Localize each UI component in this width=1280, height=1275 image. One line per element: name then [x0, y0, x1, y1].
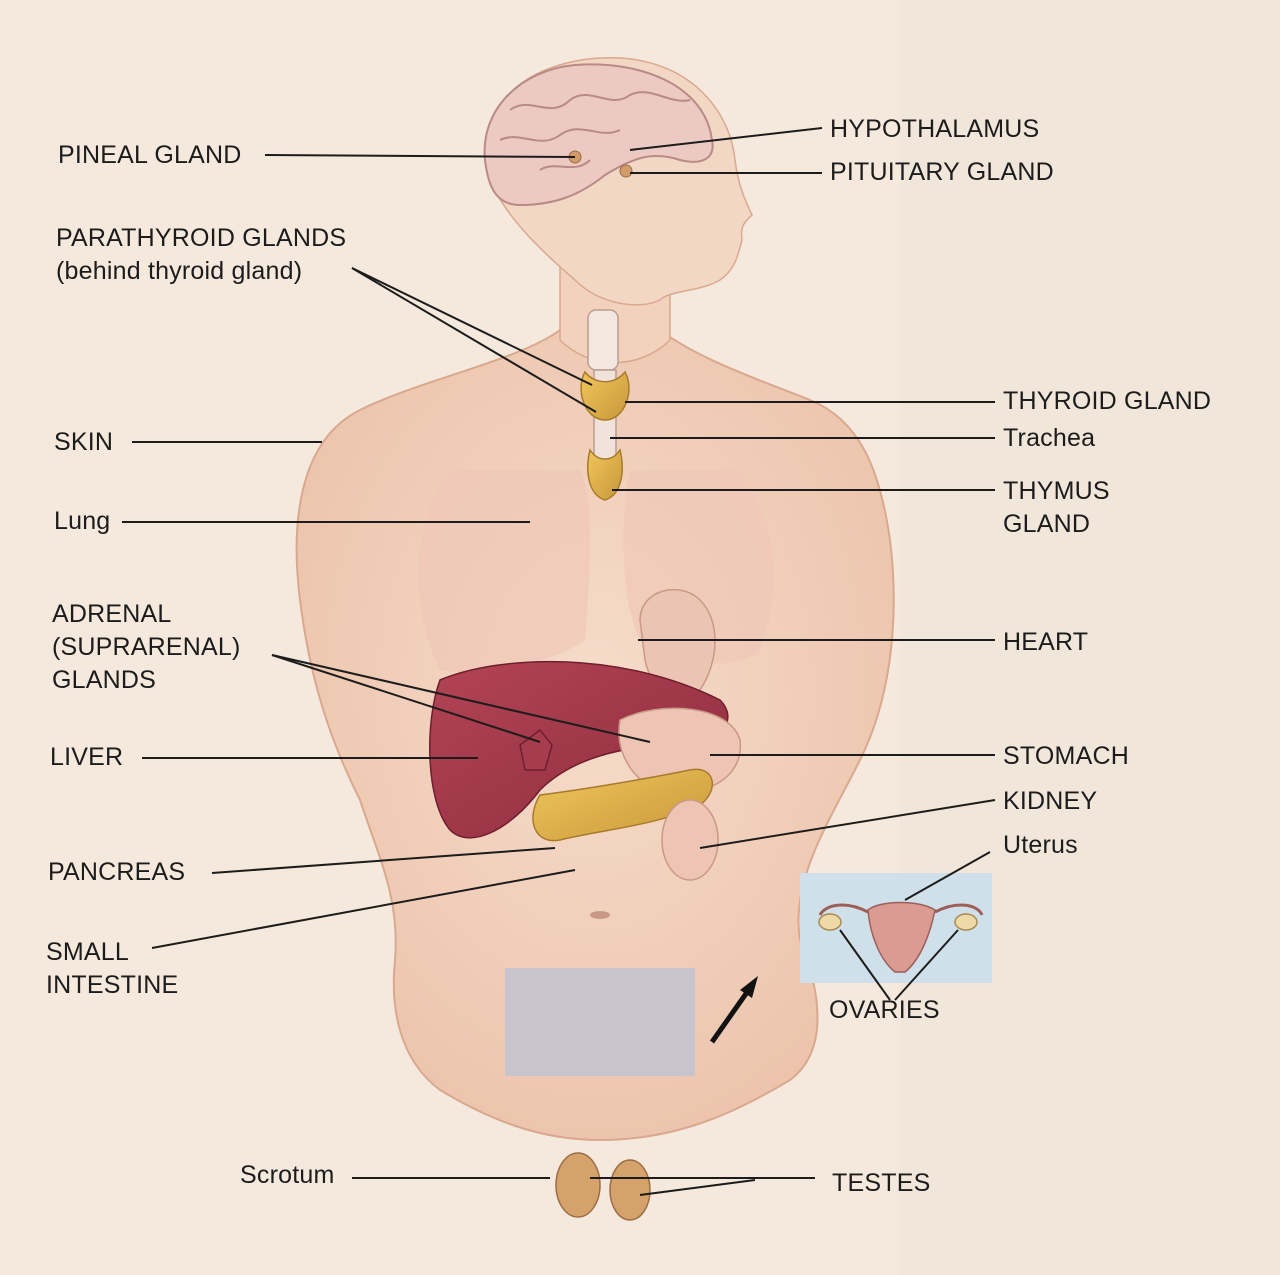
label-thyroid-gland: THYROID GLAND [1003, 385, 1211, 418]
label-parathyroid-line1: PARATHYROID GLANDS [56, 222, 346, 255]
label-trachea: Trachea [1003, 422, 1095, 455]
larynx [588, 310, 618, 370]
label-adrenal-line3: GLANDS [52, 664, 241, 697]
label-pineal-gland: PINEAL GLAND [58, 139, 241, 172]
censor-box [505, 968, 695, 1076]
scrotum-left [556, 1153, 600, 1217]
lung-left [419, 470, 590, 673]
label-adrenal-line1: ADRENAL [52, 598, 241, 631]
ovary-right [955, 914, 977, 930]
background-right-band [900, 0, 1280, 1275]
ovary-left [819, 914, 841, 930]
scrotum-right [610, 1160, 650, 1220]
label-small-intestine-line2: INTESTINE [46, 969, 178, 1002]
label-adrenal-line2: (SUPRARENAL) [52, 631, 241, 664]
label-uterus: Uterus [1003, 829, 1078, 862]
label-thymus-gland: THYMUS GLAND [1003, 475, 1110, 541]
label-thymus-line2: GLAND [1003, 508, 1110, 541]
label-pancreas: PANCREAS [48, 856, 185, 889]
label-pituitary-gland: PITUITARY GLAND [830, 156, 1054, 189]
label-parathyroid-glands: PARATHYROID GLANDS (behind thyroid gland… [56, 222, 346, 288]
kidney [662, 800, 718, 880]
label-kidney: KIDNEY [1003, 785, 1097, 818]
label-heart: HEART [1003, 626, 1088, 659]
label-scrotum: Scrotum [240, 1159, 334, 1192]
label-parathyroid-line2: (behind thyroid gland) [56, 255, 346, 288]
label-testes: TESTES [832, 1167, 930, 1200]
label-skin: SKIN [54, 426, 113, 459]
label-thymus-line1: THYMUS [1003, 475, 1110, 508]
pituitary-gland-mark [620, 165, 632, 177]
label-lung: Lung [54, 505, 110, 538]
navel [590, 911, 610, 919]
label-liver: LIVER [50, 741, 123, 774]
label-ovaries: OVARIES [829, 994, 940, 1027]
label-small-intestine-line1: SMALL [46, 936, 178, 969]
label-stomach: STOMACH [1003, 740, 1129, 773]
label-small-intestine: SMALL INTESTINE [46, 936, 178, 1002]
label-adrenal-glands: ADRENAL (SUPRARENAL) GLANDS [52, 598, 241, 697]
label-hypothalamus: HYPOTHALAMUS [830, 113, 1039, 146]
